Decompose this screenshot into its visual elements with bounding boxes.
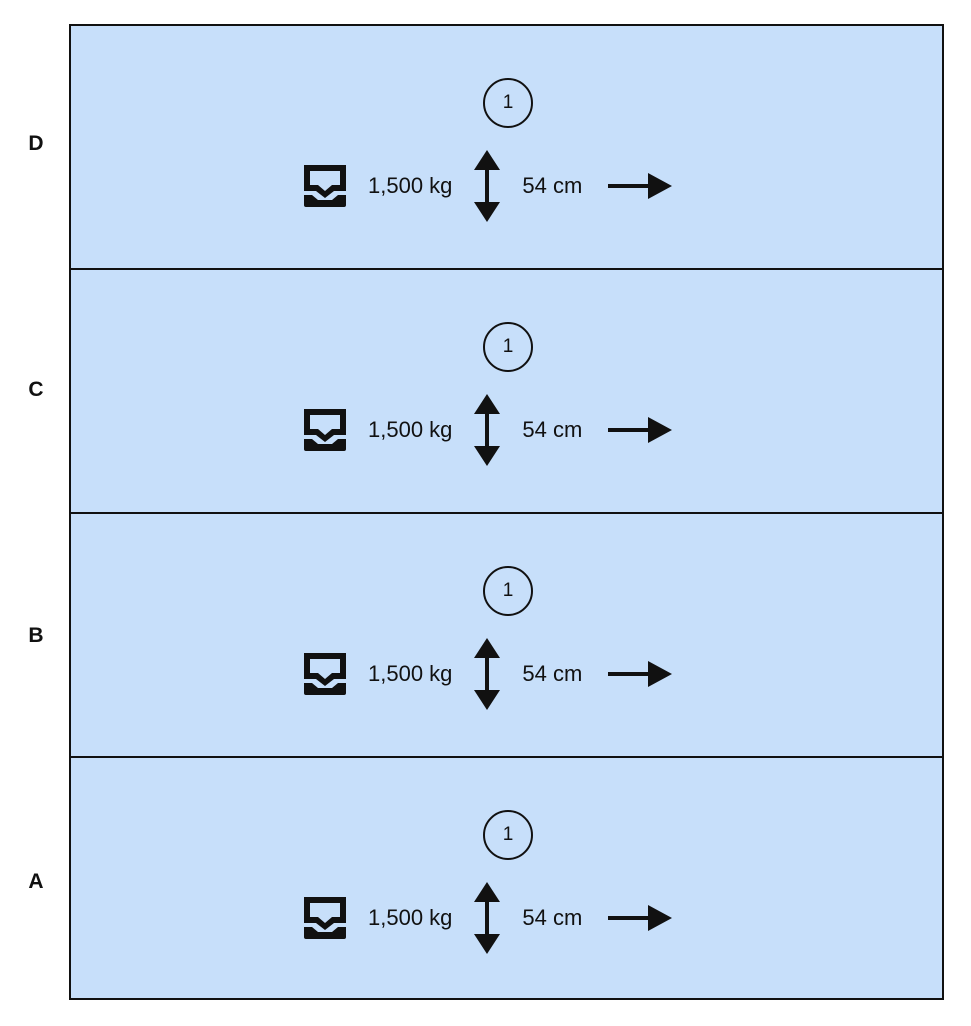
vertical-double-arrow-icon (474, 638, 501, 710)
rack-level-a[interactable]: 1 1,500 kg 54 cm (71, 758, 942, 1002)
right-arrow-icon (608, 173, 673, 199)
level-divider (71, 512, 942, 514)
slot-number-badge: 1 (483, 78, 533, 128)
max-weight-value: 1,500 kg (368, 661, 453, 686)
pallet-icon (304, 653, 346, 695)
rack-level-c[interactable]: 1 1,500 kg 54 cm (71, 270, 942, 514)
max-weight-value: 1,500 kg (368, 905, 453, 930)
clearance-height-value: 54 cm (522, 417, 583, 442)
slot-number-badge: 1 (483, 810, 533, 860)
vertical-double-arrow-icon (474, 394, 501, 466)
level-label-d: D (28, 132, 44, 155)
pallet-icon (304, 165, 346, 207)
level-info-row: 1,500 kg 54 cm (304, 150, 673, 222)
clearance-height-value: 54 cm (522, 173, 583, 198)
slot-number-badge: 1 (483, 322, 533, 372)
pallet-icon (304, 409, 346, 451)
pallet-icon (304, 897, 346, 939)
level-info-row: 1,500 kg 54 cm (304, 394, 673, 466)
right-arrow-icon (608, 661, 673, 687)
right-arrow-icon (608, 905, 673, 931)
right-arrow-icon (608, 417, 673, 443)
slot-number-badge: 1 (483, 566, 533, 616)
level-label-b: B (28, 624, 44, 647)
rack-level-b[interactable]: 1 1,500 kg 54 cm (71, 514, 942, 758)
level-label-a: A (28, 870, 44, 893)
clearance-height-value: 54 cm (522, 661, 583, 686)
rack-frame: 1 1,500 kg 54 cm 1 (69, 24, 944, 1000)
vertical-double-arrow-icon (474, 882, 501, 954)
level-info-row: 1,500 kg 54 cm (304, 882, 673, 954)
level-label-c: C (28, 378, 44, 401)
level-divider (71, 756, 942, 758)
max-weight-value: 1,500 kg (368, 417, 453, 442)
level-info-row: 1,500 kg 54 cm (304, 638, 673, 710)
rack-level-d[interactable]: 1 1,500 kg 54 cm (71, 26, 942, 270)
clearance-height-value: 54 cm (522, 905, 583, 930)
vertical-double-arrow-icon (474, 150, 501, 222)
level-divider (71, 268, 942, 270)
max-weight-value: 1,500 kg (368, 173, 453, 198)
